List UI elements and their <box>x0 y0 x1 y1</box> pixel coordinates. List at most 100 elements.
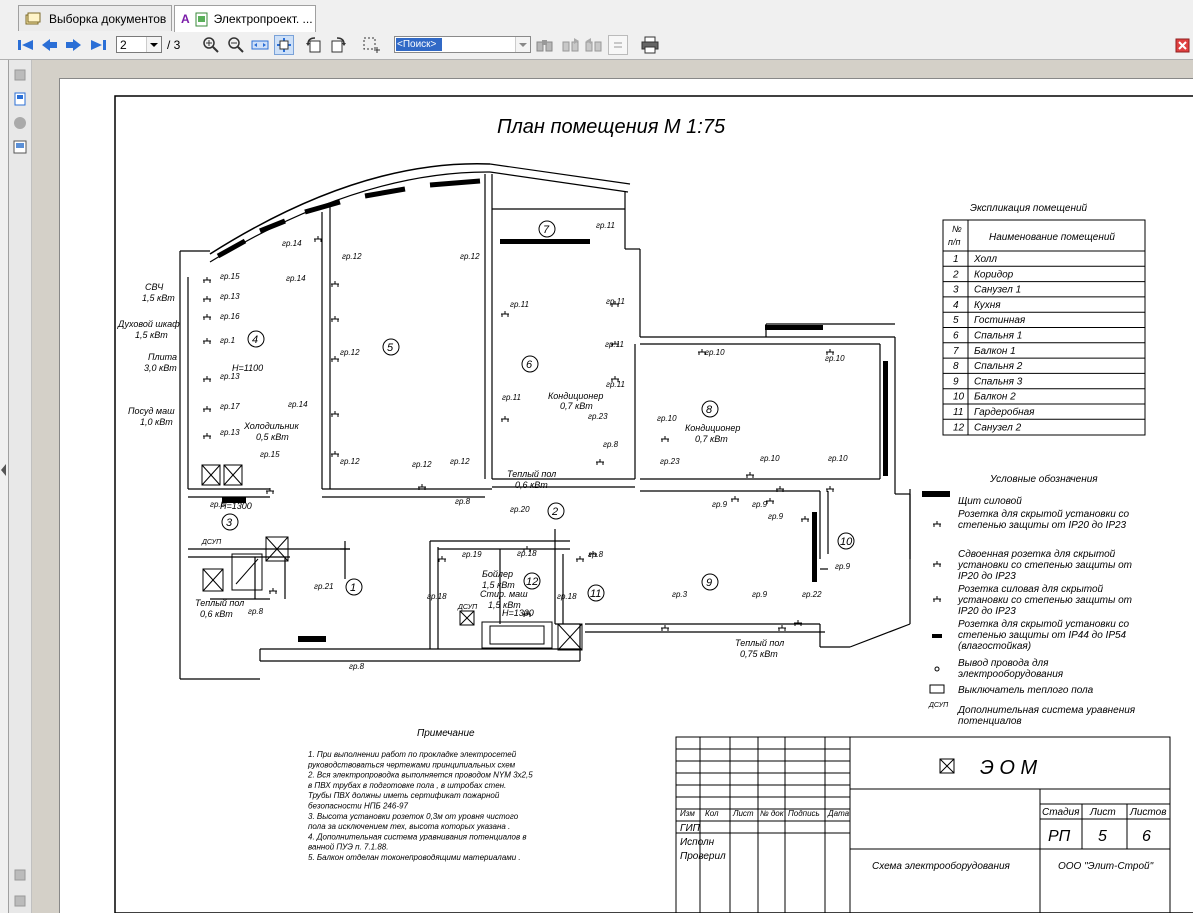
arrow-left-small-icon[interactable] <box>0 460 8 480</box>
svg-text:гр.10: гр.10 <box>657 414 677 423</box>
document-viewport[interactable]: План помещения М 1:75 <box>32 60 1193 913</box>
room-name: Спальня 3 <box>974 376 1023 387</box>
svg-text:гр.8: гр.8 <box>248 607 264 616</box>
room-number-labels: 4 5 6 7 8 3 2 1 12 11 9 10 <box>221 220 855 602</box>
svg-text:Теплый пол: Теплый пол <box>195 598 244 608</box>
svg-text:0,5 кВт: 0,5 кВт <box>256 432 289 442</box>
tab-electro-project[interactable]: A Электропроект. ... <box>174 5 316 32</box>
find-prev-button[interactable] <box>584 35 604 55</box>
sheets-value: 6 <box>1142 828 1151 845</box>
close-icon <box>1175 38 1190 53</box>
rotate-left-button[interactable] <box>304 35 324 55</box>
svg-text:гр.10: гр.10 <box>825 354 845 363</box>
svg-text:Наименование помещений: Наименование помещений <box>989 232 1115 243</box>
svg-text:гр.8: гр.8 <box>210 500 226 509</box>
svg-text:гр.14: гр.14 <box>282 239 302 248</box>
svg-text:гр.18: гр.18 <box>427 592 447 601</box>
tab-document-selection[interactable]: Выборка документов <box>18 5 172 31</box>
room-name: Коридор <box>974 269 1014 280</box>
legend-item-text: установки со степенью защиты от <box>957 560 1132 571</box>
fit-page-icon <box>277 38 291 52</box>
svg-text:11: 11 <box>590 588 601 600</box>
rotate-left-icon <box>306 37 321 53</box>
legend-item-text: Розетка для скрытой установки со <box>958 619 1130 630</box>
attachments-icon[interactable] <box>13 140 27 154</box>
page-total: / 3 <box>167 38 181 52</box>
room-name: Холл <box>973 254 997 265</box>
select-area-button[interactable] <box>361 35 381 55</box>
svg-text:гр.12: гр.12 <box>460 252 480 261</box>
note-line: 5. Балкон отделан токонепроводящими мате… <box>308 853 521 862</box>
svg-text:8: 8 <box>706 404 713 416</box>
svg-text:3: 3 <box>226 517 233 529</box>
find-next-button[interactable] <box>561 35 581 55</box>
last-page-button[interactable] <box>88 35 108 55</box>
svg-text:0,7 кВт: 0,7 кВт <box>560 401 593 411</box>
search-input[interactable]: <Поиск> <box>394 36 531 53</box>
svg-text:1,0 кВт: 1,0 кВт <box>140 417 173 427</box>
room-name: Гардеробная <box>974 406 1035 418</box>
find-button[interactable] <box>535 35 555 55</box>
svg-text:гр.11: гр.11 <box>605 340 624 349</box>
legend-title: Условные обозначения <box>989 473 1098 485</box>
zoom-in-button[interactable] <box>201 35 221 55</box>
fit-page-button[interactable] <box>274 35 294 55</box>
bookmark-icon[interactable] <box>13 116 27 130</box>
room-number: 1 <box>953 254 959 265</box>
stamp-rows: ГИП Исполн Проверил <box>680 823 726 862</box>
search-placeholder: <Поиск> <box>396 38 442 51</box>
room-number: 9 <box>953 376 959 387</box>
toolbar: 2 / 3 <Поиск> <box>0 32 1193 60</box>
print-button[interactable] <box>640 35 660 55</box>
first-page-button[interactable] <box>16 35 36 55</box>
svg-text:гр.9: гр.9 <box>752 590 768 599</box>
close-document-button[interactable] <box>1173 35 1193 55</box>
note-line: 3. Высота установки розеток 0,3м от уров… <box>308 812 519 821</box>
side-panel <box>9 60 32 913</box>
note-line: пола за исключением тех, высота которых … <box>308 822 510 831</box>
grip-icon <box>13 68 27 82</box>
svg-text:10: 10 <box>840 536 853 548</box>
svg-text:гр.17: гр.17 <box>220 402 240 411</box>
svg-text:1: 1 <box>350 582 356 594</box>
svg-text:гр.8: гр.8 <box>588 550 604 559</box>
svg-text:№ док: № док <box>760 809 785 818</box>
document-page: План помещения М 1:75 <box>59 78 1193 913</box>
tab-bar: Выборка документов A Электропроект. ... <box>0 0 1193 33</box>
svg-text:Исполн: Исполн <box>680 837 715 848</box>
svg-text:гр.8: гр.8 <box>603 440 619 449</box>
page-number-select[interactable]: 2 <box>116 36 162 53</box>
room-number: 7 <box>953 346 959 357</box>
legend-item-text: степенью защиты от IP44 до IP54 <box>958 630 1127 641</box>
page-thumbnail-icon[interactable] <box>13 92 27 106</box>
grip-icon <box>13 868 27 882</box>
explication-title: Экспликация помещений <box>970 203 1088 214</box>
next-page-button[interactable] <box>63 35 83 55</box>
svg-text:гр.22: гр.22 <box>802 590 822 599</box>
prev-page-button[interactable] <box>40 35 60 55</box>
legend-item-text: Вывод провода для <box>958 658 1049 669</box>
match-button[interactable] <box>608 35 628 55</box>
room-name: Санузел 1 <box>974 285 1021 296</box>
legend-item-text: IP20 до IP23 <box>958 606 1016 617</box>
svg-text:0,6 кВт: 0,6 кВт <box>515 480 548 490</box>
svg-text:гр.16: гр.16 <box>220 312 240 321</box>
svg-text:гр.11: гр.11 <box>606 297 625 306</box>
svg-text:гр.11: гр.11 <box>502 393 521 402</box>
svg-text:гр.12: гр.12 <box>340 348 360 357</box>
room-number: 6 <box>953 331 959 342</box>
legend-item-text: Щит силовой <box>958 496 1022 507</box>
rotate-right-button[interactable] <box>328 35 348 55</box>
svg-text:ГИП: ГИП <box>680 823 701 834</box>
svg-text:Подпись: Подпись <box>788 809 820 818</box>
stage-value: РП <box>1048 828 1071 845</box>
fit-width-button[interactable] <box>250 35 270 55</box>
svg-text:№: № <box>952 224 962 234</box>
svg-text:гр.1: гр.1 <box>220 336 235 345</box>
last-page-icon <box>91 40 106 50</box>
window-marks <box>216 178 950 642</box>
stamp-description: Схема электрооборудования <box>872 860 1011 872</box>
legend-item-text: степенью защиты от IP20 до IP23 <box>958 520 1127 531</box>
zoom-out-button[interactable] <box>226 35 246 55</box>
svg-text:4: 4 <box>252 334 258 346</box>
